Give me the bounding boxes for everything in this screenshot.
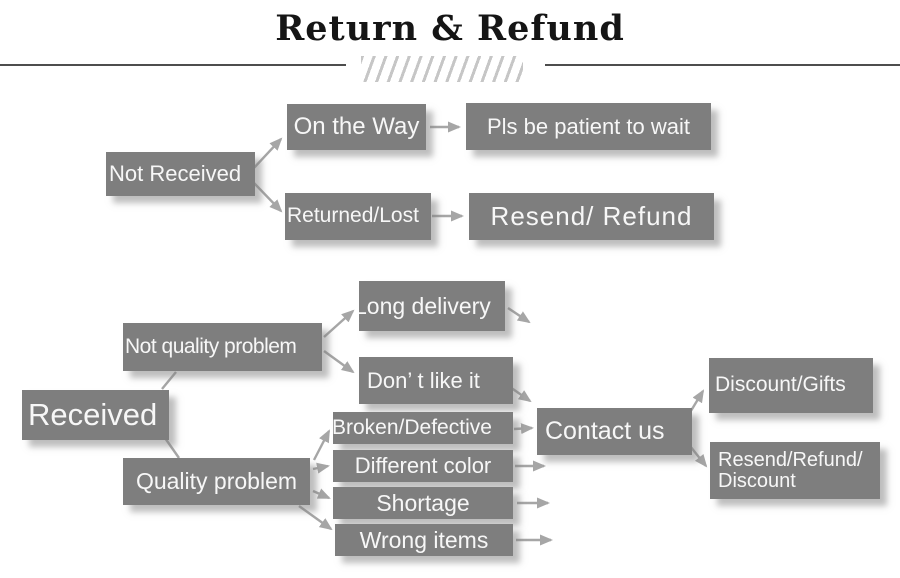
node-resend-refund-label: Resend/ Refund	[490, 200, 693, 231]
node-not-received-label: Not Received	[109, 161, 242, 187]
node-on-the-way: On the Way	[287, 104, 426, 150]
arrow-notquality-to-longdelivery	[323, 309, 355, 338]
node-broken-defective-label: Broken/Defective	[333, 415, 492, 439]
node-resend-refund-discount: Resend/Refund/ Discount	[710, 442, 880, 499]
divider-line-right	[545, 64, 900, 66]
node-long-delivery-label: Long delivery	[359, 292, 491, 319]
node-quality-problem: Quality problem	[123, 458, 310, 505]
page-title: Return & Refund	[275, 8, 625, 49]
node-discount-gifts-label: Discount/Gifts	[715, 373, 846, 397]
node-returned-lost: Returned/Lost	[285, 193, 431, 240]
arrow-quality-to-wrongitems	[298, 505, 333, 531]
node-not-quality-problem-label: Not quality problem	[125, 334, 297, 358]
node-on-the-way-label: On the Way	[293, 113, 420, 141]
node-long-delivery: Long delivery	[359, 281, 505, 331]
node-not-received: Not Received	[106, 152, 255, 196]
node-different-color-label: Different color	[354, 453, 492, 479]
node-broken-defective: Broken/Defective	[333, 412, 513, 444]
node-pls-be-patient-label: Pls be patient to wait	[486, 113, 690, 139]
node-dont-like-it-label: Don’ t like it	[367, 367, 480, 393]
arrow-notreceived-to-ontheway	[252, 137, 283, 170]
node-dont-like-it: Don’ t like it	[359, 357, 513, 404]
node-pls-be-patient: Pls be patient to wait	[466, 103, 711, 150]
node-contact-us-label: Contact us	[545, 417, 665, 446]
line-received-to-notquality	[161, 371, 177, 390]
node-resend-refund: Resend/ Refund	[469, 193, 714, 240]
node-received: Received	[22, 390, 169, 440]
resend-refund-discount-line1: Resend/Refund/	[718, 448, 863, 471]
arrow-dontlike-to-contact	[509, 386, 532, 403]
node-not-quality-problem: Not quality problem	[123, 323, 322, 371]
node-resend-refund-discount-label: Resend/Refund/ Discount	[718, 448, 863, 492]
arrow-notquality-to-dontlike	[323, 350, 355, 374]
node-received-label: Received	[28, 396, 158, 432]
resend-refund-discount-line2: Discount	[718, 469, 796, 492]
arrow-quality-to-shortage	[312, 488, 331, 500]
node-quality-problem-label: Quality problem	[135, 468, 298, 495]
node-wrong-items: Wrong items	[335, 524, 513, 556]
node-discount-gifts: Discount/Gifts	[709, 358, 873, 413]
arrow-notreceived-to-returnedlost	[252, 181, 283, 213]
arrow-quality-to-differentcolor	[312, 462, 330, 474]
divider-line-left	[0, 64, 346, 66]
node-contact-us: Contact us	[537, 408, 692, 455]
arrow-longdelivery-out	[507, 307, 531, 324]
arrow-quality-to-broken	[312, 429, 331, 461]
node-returned-lost-label: Returned/Lost	[287, 204, 419, 228]
arrow-broken-to-contact	[513, 423, 534, 435]
node-wrong-items-label: Wrong items	[359, 526, 489, 553]
node-shortage-label: Shortage	[376, 489, 470, 516]
node-shortage: Shortage	[333, 487, 513, 519]
node-different-color: Different color	[333, 450, 513, 482]
hatch-divider	[361, 56, 523, 82]
line-received-to-quality	[164, 437, 180, 459]
